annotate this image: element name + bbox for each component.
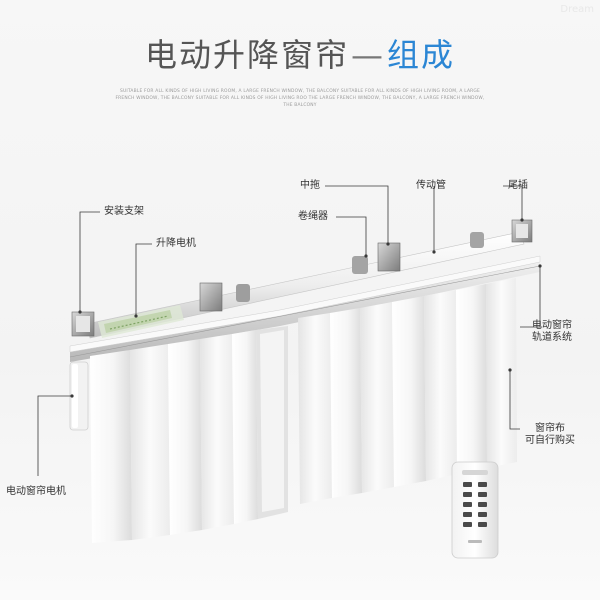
label-curtain-motor: 电动窗帘电机: [6, 486, 66, 497]
label-curtain-fabric: 窗帘布 可自行购买: [516, 423, 584, 447]
leader-lines: [37, 185, 541, 476]
label-track-system-line2: 轨道系统: [532, 332, 572, 343]
label-mount-bracket: 安装支架: [104, 206, 144, 217]
curtain-left-group: [90, 326, 288, 543]
label-curtain-fabric-line2: 可自行购买: [525, 435, 575, 446]
label-rope-winder: 卷绳器: [298, 211, 328, 222]
label-track-system-line1: 电动窗帘: [532, 320, 572, 331]
page-subtitle: SUITABLE FOR ALL KINDS OF HIGH LIVING RO…: [115, 89, 485, 108]
title-highlight: 组成: [387, 36, 456, 74]
label-track-system: 电动窗帘 轨道系统: [520, 320, 584, 344]
remote-control: [451, 461, 499, 559]
label-drive-tube: 传动管: [416, 180, 446, 191]
title-dash: —: [351, 36, 385, 74]
label-middle-support: 中拖: [300, 180, 320, 191]
curtain-right-group: [298, 278, 517, 504]
label-lift-motor: 升降电机: [156, 238, 196, 249]
watermark: Dream: [560, 4, 594, 15]
leader-dots: [70, 218, 542, 398]
mount-brackets: [71, 219, 533, 337]
middle-supports: [199, 232, 484, 312]
label-end-plug: 尾插: [508, 180, 528, 191]
label-curtain-fabric-line1: 窗帘布: [535, 423, 565, 434]
curtain-track: [69, 255, 541, 362]
page-title: 电动升降窗帘—组成: [0, 30, 600, 76]
title-main: 电动升降窗帘: [144, 36, 349, 74]
